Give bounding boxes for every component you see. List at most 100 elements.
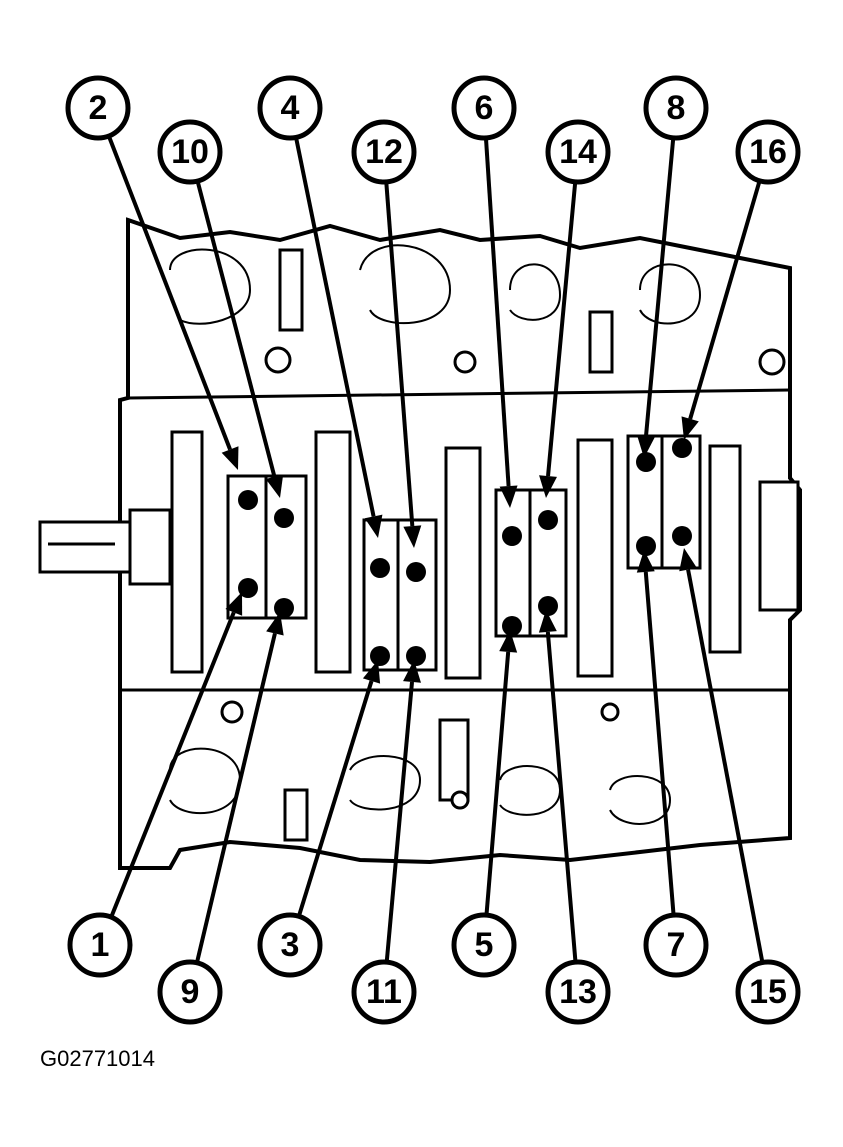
bolt-13 — [538, 596, 558, 616]
callout-15: 15 — [735, 959, 801, 1025]
callout-number-12: 12 — [365, 133, 403, 171]
callout-circle-9 — [157, 959, 223, 1025]
arrow-head-11 — [403, 660, 421, 683]
callout-4: 4 — [257, 75, 323, 141]
bolt-12 — [406, 562, 426, 582]
callout-10: 10 — [157, 119, 223, 185]
callout-number-2: 2 — [89, 89, 108, 127]
bolt-1 — [238, 578, 258, 598]
callout-14: 14 — [545, 119, 611, 185]
leader-line-4 — [294, 136, 376, 517]
leader-line-11 — [384, 681, 415, 963]
crank-web-0 — [170, 430, 204, 674]
upper-cylinder-4 — [639, 263, 702, 325]
upper-deck-line — [127, 388, 791, 400]
block-bolt-5 — [600, 702, 620, 722]
callout-circle-1 — [67, 912, 133, 978]
bolt-6 — [502, 526, 522, 546]
arrow-head-7 — [636, 550, 655, 573]
crank-web-1 — [314, 430, 352, 674]
callout-number-14: 14 — [559, 133, 597, 171]
bolt-2 — [238, 490, 258, 510]
crank-nose — [38, 520, 132, 574]
arrow-head-16 — [681, 416, 699, 440]
callout-circle-6 — [451, 75, 517, 141]
callout-circle-4 — [257, 75, 323, 141]
crankshaft-snout — [38, 480, 800, 612]
oil-passage-4 — [283, 788, 309, 842]
bolt-16 — [672, 438, 692, 458]
callout-16: 16 — [735, 119, 801, 185]
callout-leaders — [106, 135, 765, 964]
leader-line-16 — [688, 180, 762, 420]
callout-9: 9 — [157, 959, 223, 1025]
callout-circle-13 — [545, 959, 611, 1025]
block-bolt-4 — [220, 700, 244, 724]
arrow-head-12 — [403, 525, 422, 548]
main-cap-bolts — [238, 438, 692, 666]
callout-8: 8 — [643, 75, 709, 141]
callout-circle-14 — [545, 119, 611, 185]
upper-cylinder-1 — [169, 248, 252, 325]
leader-line-3 — [296, 680, 374, 917]
bolt-4 — [370, 558, 390, 578]
callout-number-13: 13 — [559, 973, 597, 1011]
leader-line-8 — [644, 137, 676, 437]
bolt-9 — [274, 598, 294, 618]
leader-line-15 — [686, 569, 765, 963]
callout-circle-2 — [65, 75, 131, 141]
leader-line-2 — [106, 135, 232, 451]
figure-id-label: G02771014 — [40, 1046, 155, 1071]
callout-circle-12 — [351, 119, 417, 185]
block-bolt-6 — [450, 790, 470, 810]
callout-circle-15 — [735, 959, 801, 1025]
callout-circle-8 — [643, 75, 709, 141]
callout-circle-5 — [451, 912, 517, 978]
bolt-3 — [370, 646, 390, 666]
arrow-head-2 — [221, 446, 239, 470]
crank-web-3 — [576, 438, 614, 678]
main-cap-2 — [362, 518, 438, 672]
callout-1: 1 — [67, 912, 133, 978]
arrow-head-9 — [266, 612, 284, 636]
front-seal — [128, 508, 172, 586]
bolt-8 — [636, 452, 656, 472]
callout-number-10: 10 — [171, 133, 209, 171]
rear-flange — [758, 480, 800, 612]
callout-13: 13 — [545, 959, 611, 1025]
leader-line-9 — [194, 632, 277, 964]
callout-number-6: 6 — [475, 89, 494, 127]
callout-circle-7 — [643, 912, 709, 978]
leader-line-13 — [545, 631, 578, 963]
callout-5: 5 — [451, 912, 517, 978]
leader-line-7 — [643, 571, 676, 916]
callout-12: 12 — [351, 119, 417, 185]
callout-number-16: 16 — [749, 133, 787, 171]
arrow-head-10 — [265, 474, 284, 498]
leader-line-5 — [484, 651, 511, 916]
callout-circle-11 — [351, 959, 417, 1025]
callout-number-7: 7 — [667, 926, 686, 964]
arrow-head-15 — [679, 548, 697, 572]
arrow-head-3 — [362, 660, 381, 684]
bolt-10 — [274, 508, 294, 528]
leader-line-14 — [546, 181, 578, 477]
crank-web-2 — [444, 446, 482, 680]
lower-cylinder-4 — [609, 775, 672, 825]
callout-number-5: 5 — [475, 926, 494, 964]
callout-6: 6 — [451, 75, 517, 141]
callout-number-11: 11 — [366, 973, 402, 1011]
block-bolt-3 — [758, 348, 786, 376]
crank-web-4 — [708, 444, 742, 654]
upper-cylinder-3 — [509, 263, 562, 321]
leader-line-12 — [384, 181, 415, 527]
bolt-11 — [406, 646, 426, 666]
lower-cylinder-2 — [349, 755, 422, 811]
arrow-head-14 — [539, 475, 557, 498]
bolt-7 — [636, 536, 656, 556]
arrow-head-8 — [637, 435, 655, 458]
callout-number-8: 8 — [667, 89, 686, 127]
arrow-head-5 — [499, 630, 518, 653]
callout-number-9: 9 — [181, 973, 200, 1011]
